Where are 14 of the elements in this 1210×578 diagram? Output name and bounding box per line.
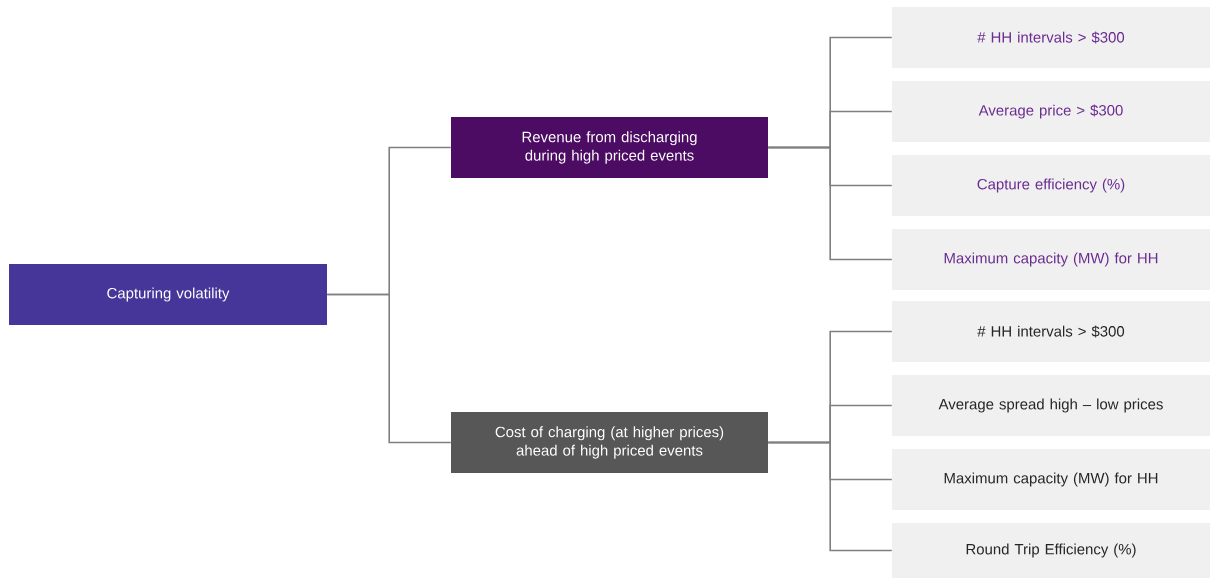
metric-box: # HH intervals > $300 (892, 7, 1210, 68)
branch-box: Revenue from discharging during high priced events (451, 117, 768, 178)
metric-box: Average spread high – low prices (892, 375, 1210, 436)
metric-box: Maximum capacity (MW) for HH (892, 449, 1210, 510)
connector-line (767, 441, 893, 552)
metric-box: Maximum capacity (MW) for HH (892, 229, 1210, 290)
metric-box: Capture efficiency (%) (892, 155, 1210, 216)
root-box: Capturing volatility (9, 264, 327, 325)
metric-box: Round Trip Efficiency (%) (892, 523, 1210, 578)
connector-line (767, 146, 893, 261)
metric-box: # HH intervals > $300 (892, 301, 1210, 362)
connector-line (326, 293, 452, 444)
branch-box: Cost of charging (at higher prices) ahead of high priced events (451, 412, 768, 473)
metric-box: Average price > $300 (892, 81, 1210, 142)
